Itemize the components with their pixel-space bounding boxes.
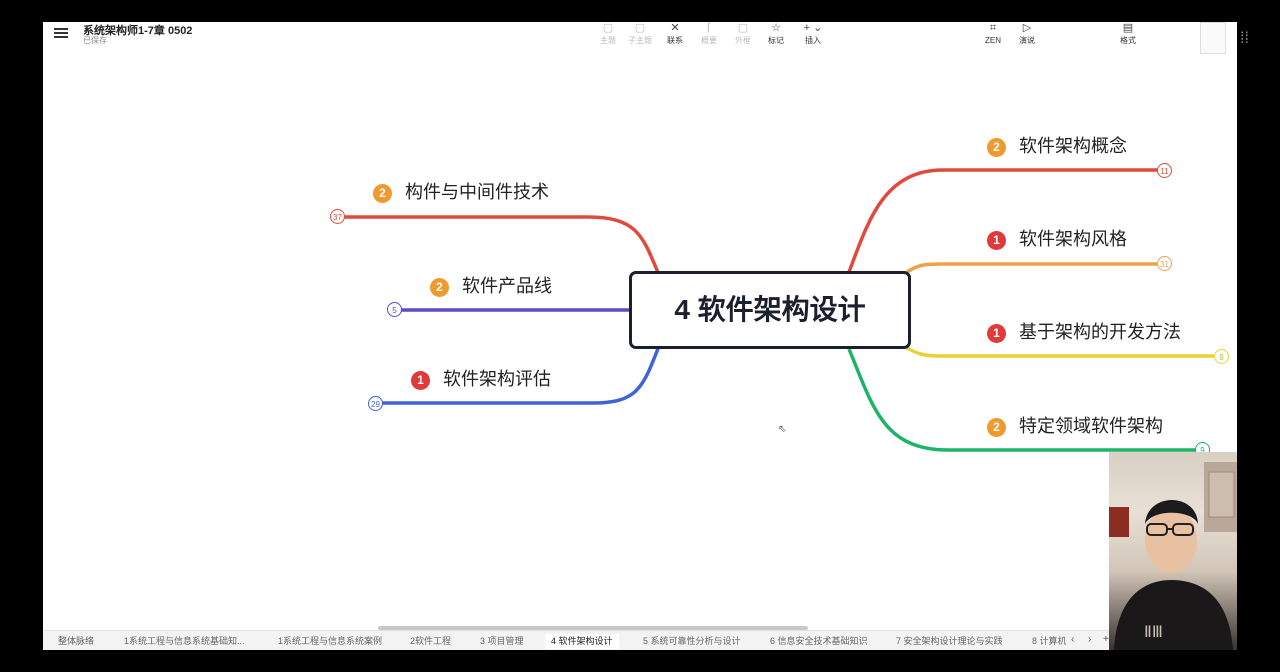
branch-components-middleware[interactable]: 2 构件与中间件技术 bbox=[373, 181, 549, 203]
insert-subtopic-button[interactable]: ▢ 子主题 bbox=[623, 22, 657, 48]
branch-architecture-evaluation[interactable]: 1 软件架构评估 bbox=[411, 368, 551, 390]
insert-label: 插入 bbox=[805, 36, 821, 45]
sheet-tab[interactable]: 1系统工程与信息系统案例 bbox=[278, 636, 383, 646]
sheet-tab[interactable]: 5 系统可靠性分析与设计 bbox=[643, 636, 741, 646]
presenter-video: ⅡⅢ bbox=[1109, 462, 1237, 650]
branch-domain-specific-architecture[interactable]: 2 特定领域软件架构 bbox=[987, 415, 1163, 437]
zen-icon: ⌗ bbox=[989, 22, 997, 34]
sheet-tab[interactable]: 3 项目管理 bbox=[480, 636, 524, 646]
priority-1-icon: 1 bbox=[411, 371, 430, 390]
marker-label: 标记 bbox=[768, 36, 784, 45]
collapse-count-badge[interactable]: 31 bbox=[1157, 256, 1172, 271]
sheet-tab[interactable]: 7 安全架构设计理论与实践 bbox=[896, 636, 1003, 646]
topic-icon: ▢ bbox=[602, 22, 614, 34]
branch-line-concept bbox=[847, 168, 1158, 273]
priority-2-icon: 2 bbox=[987, 138, 1006, 157]
summary-icon: ⌈ bbox=[706, 22, 712, 34]
boundary-label: 外框 bbox=[735, 36, 751, 45]
mindmap-canvas bbox=[339, 168, 1214, 452]
branch-line-evaluation bbox=[376, 345, 661, 405]
format-label: 格式 bbox=[1120, 36, 1136, 45]
branch-product-line[interactable]: 2 软件产品线 bbox=[430, 275, 552, 297]
summary-button[interactable]: ⌈ 概要 bbox=[692, 22, 726, 48]
subtopic-label: 子主题 bbox=[628, 36, 652, 45]
webcam-overlay: ⅡⅢ bbox=[1109, 452, 1237, 650]
collapse-count-badge[interactable]: 5 bbox=[387, 302, 402, 317]
sheet-tab[interactable]: 2软件工程 bbox=[410, 636, 452, 646]
branch-line-components bbox=[339, 215, 661, 276]
sheet-tab-active[interactable]: 4 软件架构设计 bbox=[545, 634, 619, 649]
insert-menu-button[interactable]: + ⌄ 插入 bbox=[796, 22, 830, 48]
relationship-button[interactable]: ✕ 联系 bbox=[658, 22, 692, 48]
collapse-count-badge[interactable]: 29 bbox=[368, 396, 383, 411]
priority-1-icon: 1 bbox=[987, 324, 1006, 343]
subtopic-icon: ▢ bbox=[634, 22, 646, 34]
pitch-mode-button[interactable]: ▷ 演说 bbox=[1010, 22, 1044, 48]
sheet-tab[interactable]: 8 计算机 bbox=[1032, 636, 1066, 646]
svg-text:ⅡⅢ: ⅡⅢ bbox=[1144, 624, 1163, 641]
branch-label: 特定领域软件架构 bbox=[1019, 416, 1163, 436]
branch-line-abd bbox=[906, 346, 1214, 358]
branch-line-style bbox=[906, 262, 1157, 274]
branch-label: 构件与中间件技术 bbox=[405, 182, 549, 202]
boundary-button[interactable]: ▢ 外框 bbox=[726, 22, 760, 48]
horizontal-scrollbar[interactable] bbox=[378, 626, 808, 630]
plus-chevron-icon: + ⌄ bbox=[803, 22, 823, 34]
top-toolbar: 系统架构师1-7章 0502 已保存 ▢ 主题 ▢ 子主题 ✕ 联系 ⌈ 概要 … bbox=[43, 22, 1237, 54]
branch-architecture-style[interactable]: 1 软件架构风格 bbox=[987, 228, 1127, 250]
sheet-tab[interactable]: 6 信息安全技术基础知识 bbox=[770, 636, 868, 646]
collapse-count-badge[interactable]: 9 bbox=[1214, 349, 1229, 364]
sheet-tab[interactable]: 整体脉络 bbox=[58, 636, 95, 646]
relationship-icon: ✕ bbox=[670, 22, 680, 34]
collapse-count-badge[interactable]: 37 bbox=[330, 209, 345, 224]
hamburger-menu-icon[interactable] bbox=[54, 26, 68, 40]
collapse-count-badge[interactable]: 11 bbox=[1157, 163, 1172, 178]
central-topic[interactable]: 4 软件架构设计 bbox=[629, 271, 911, 349]
document-title: 系统架构师1-7章 0502 bbox=[83, 25, 193, 37]
marker-button[interactable]: ☆ 标记 bbox=[759, 22, 793, 48]
sheet-tab[interactable]: 1系统工程与信息系统基础知... bbox=[124, 636, 244, 646]
zen-label: ZEN bbox=[985, 36, 1001, 45]
priority-2-icon: 2 bbox=[373, 184, 392, 203]
boundary-icon: ▢ bbox=[737, 22, 749, 34]
branch-architecture-concept[interactable]: 2 软件架构概念 bbox=[987, 135, 1127, 157]
summary-label: 概要 bbox=[701, 36, 717, 45]
sheet-tab-bar: 整体脉络 1系统工程与信息系统基础知... 1系统工程与信息系统案例 2软件工程… bbox=[43, 626, 1237, 650]
branch-label: 基于架构的开发方法 bbox=[1019, 322, 1181, 342]
branch-architecture-based-development[interactable]: 1 基于架构的开发方法 bbox=[987, 321, 1181, 343]
play-icon: ▷ bbox=[1022, 22, 1032, 34]
star-icon: ☆ bbox=[771, 22, 781, 34]
mouse-pointer-icon: ⇖ bbox=[778, 424, 787, 435]
add-sheet-icon[interactable]: + bbox=[1103, 634, 1109, 645]
save-status: 已保存 bbox=[83, 36, 107, 45]
format-panel-button[interactable]: ▤ 格式 bbox=[1111, 22, 1145, 48]
priority-2-icon: 2 bbox=[987, 418, 1006, 437]
bilibili-logo-icon: ⁞⁞ bbox=[1240, 30, 1249, 47]
zen-mode-button[interactable]: ⌗ ZEN bbox=[976, 22, 1010, 48]
topic-label: 主题 bbox=[600, 36, 616, 45]
priority-1-icon: 1 bbox=[987, 231, 1006, 250]
side-panel-preview[interactable] bbox=[1200, 22, 1226, 54]
pitch-label: 演说 bbox=[1019, 36, 1035, 45]
tabs-prev-icon[interactable]: ‹ bbox=[1071, 634, 1075, 645]
tabs-next-icon[interactable]: › bbox=[1088, 634, 1092, 645]
insert-topic-button[interactable]: ▢ 主题 bbox=[591, 22, 625, 48]
branch-label: 软件架构风格 bbox=[1019, 229, 1127, 249]
branch-label: 软件架构概念 bbox=[1019, 136, 1127, 156]
mindmap-app-window: 系统架构师1-7章 0502 已保存 ▢ 主题 ▢ 子主题 ✕ 联系 ⌈ 概要 … bbox=[43, 22, 1237, 650]
branch-line-dssa bbox=[847, 348, 1196, 452]
priority-2-icon: 2 bbox=[430, 278, 449, 297]
branch-label: 软件产品线 bbox=[462, 276, 552, 296]
format-icon: ▤ bbox=[1122, 22, 1134, 34]
relationship-label: 联系 bbox=[667, 36, 683, 45]
branch-label: 软件架构评估 bbox=[443, 369, 551, 389]
